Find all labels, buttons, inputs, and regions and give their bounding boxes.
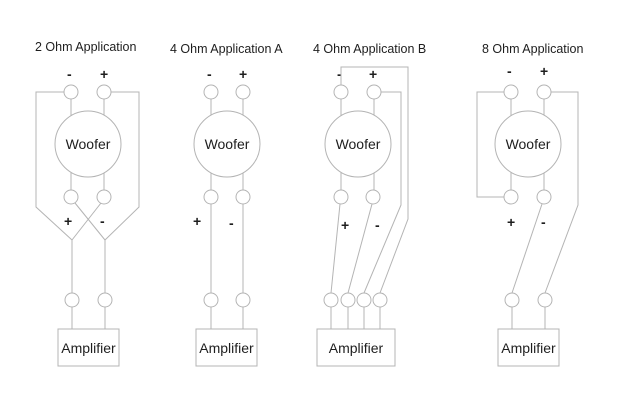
amplifier-box xyxy=(57,328,120,367)
terminal xyxy=(235,84,251,100)
terminal xyxy=(333,84,349,100)
terminal xyxy=(96,84,112,100)
amplifier-box xyxy=(316,328,396,367)
terminal xyxy=(356,292,372,308)
woofer-label: Woofer xyxy=(205,136,250,152)
wire xyxy=(476,91,504,198)
panel-4ohm-b: 4 Ohm Application B - + Woofer + - Ampli… xyxy=(313,42,426,367)
terminal xyxy=(504,292,520,308)
terminal xyxy=(96,189,112,205)
woofer-label: Woofer xyxy=(66,136,111,152)
amplifier-box xyxy=(195,328,258,367)
minus-sign: - xyxy=(507,63,512,79)
plus-sign: + xyxy=(540,63,548,79)
panel-8ohm: 8 Ohm Application - + Woofer + - Amplifi… xyxy=(476,42,583,367)
plus-sign: + xyxy=(100,66,108,82)
wire xyxy=(104,91,140,241)
plus-sign: + xyxy=(64,213,72,229)
amplifier-label: Amplifier xyxy=(329,340,384,356)
woofer-circle xyxy=(324,110,392,178)
wire xyxy=(363,91,402,294)
panel-title: 4 Ohm Application B xyxy=(313,42,426,56)
panel-title: 8 Ohm Application xyxy=(482,42,583,56)
terminal xyxy=(235,292,251,308)
terminal xyxy=(203,292,219,308)
amplifier-label: Amplifier xyxy=(61,340,116,356)
terminal xyxy=(372,292,388,308)
plus-sign: + xyxy=(193,213,201,229)
terminal xyxy=(333,189,349,205)
amplifier-label: Amplifier xyxy=(199,340,254,356)
minus-sign: - xyxy=(541,214,546,230)
panel-title: 4 Ohm Application A xyxy=(170,42,283,56)
minus-sign: - xyxy=(67,66,72,82)
terminal xyxy=(503,189,519,205)
wire xyxy=(330,203,341,294)
terminal xyxy=(235,189,251,205)
minus-sign: - xyxy=(375,217,380,233)
terminal xyxy=(503,84,519,100)
woofer-label: Woofer xyxy=(506,136,551,152)
amplifier-label: Amplifier xyxy=(501,340,556,356)
terminal xyxy=(63,189,79,205)
woofer-circle xyxy=(54,110,122,178)
wire xyxy=(340,66,409,294)
wire xyxy=(71,202,102,241)
plus-sign: + xyxy=(507,214,515,230)
wire xyxy=(35,91,73,241)
terminal xyxy=(536,84,552,100)
terminal xyxy=(64,292,80,308)
woofer-circle xyxy=(494,110,562,178)
plus-sign: + xyxy=(369,66,377,82)
wire xyxy=(74,202,106,241)
terminal xyxy=(97,292,113,308)
panel-4ohm-a: 4 Ohm Application A - + Woofer + - Ampli… xyxy=(170,42,283,367)
panel-title: 2 Ohm Application xyxy=(35,40,136,54)
minus-sign: - xyxy=(229,215,234,231)
minus-sign: - xyxy=(207,66,212,82)
terminal xyxy=(366,84,382,100)
plus-sign: + xyxy=(341,217,349,233)
minus-sign: - xyxy=(100,213,105,229)
terminal xyxy=(203,84,219,100)
terminal xyxy=(323,292,339,308)
woofer-label: Woofer xyxy=(336,136,381,152)
plus-sign: + xyxy=(239,66,247,82)
terminal xyxy=(537,292,553,308)
wire xyxy=(511,203,543,294)
panel-2ohm: 2 Ohm Application - + Woofer + - Amplifi… xyxy=(35,40,140,367)
terminal xyxy=(365,189,381,205)
wire xyxy=(544,91,579,294)
minus-sign: - xyxy=(337,66,342,82)
terminal xyxy=(63,84,79,100)
woofer-circle xyxy=(193,110,261,178)
wire xyxy=(347,203,373,294)
terminal xyxy=(536,189,552,205)
amplifier-box xyxy=(497,328,560,367)
terminal xyxy=(340,292,356,308)
terminal xyxy=(203,189,219,205)
